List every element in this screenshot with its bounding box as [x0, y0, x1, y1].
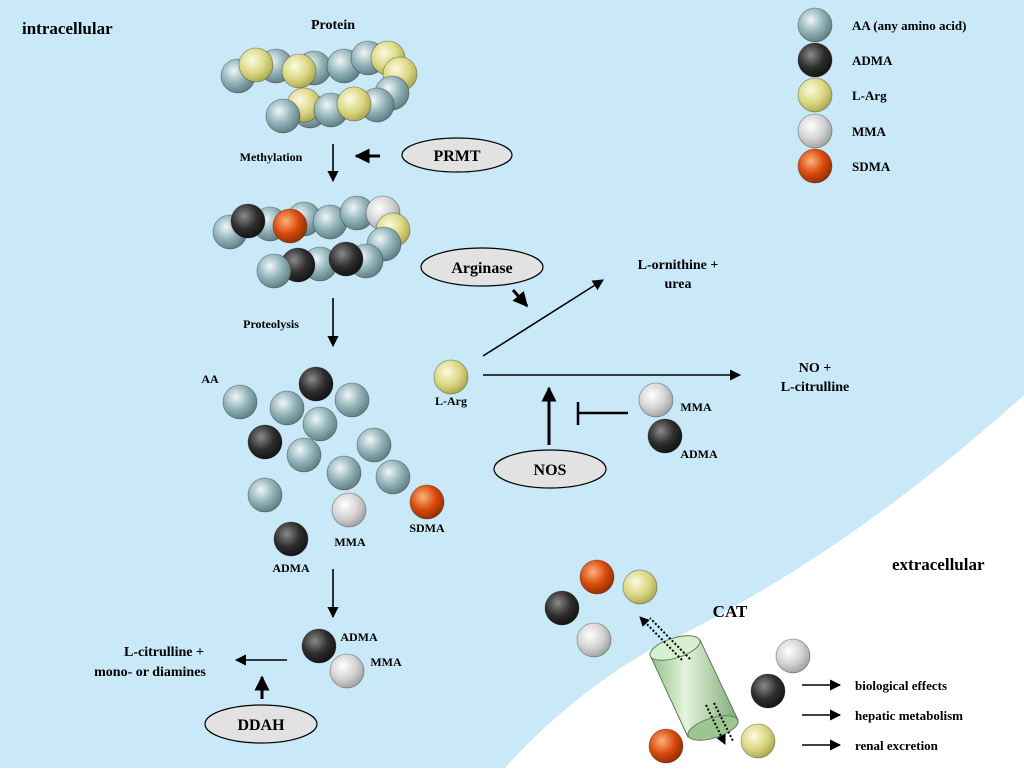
cat-transporter: [639, 616, 739, 745]
nos-label: NOS: [534, 462, 567, 479]
aa-molecule: [265, 98, 301, 134]
mma-molecule: [775, 638, 811, 674]
aa-molecule: [356, 427, 392, 463]
prmt-label: PRMT: [433, 148, 480, 165]
legend-aa-icon: [797, 7, 833, 43]
ddah-label: DDAH: [237, 717, 285, 734]
transporter-top: [649, 635, 701, 661]
sdma-molecule: [579, 559, 615, 595]
proteolysis-label: Proteolysis: [243, 317, 299, 331]
aa-molecule: [375, 459, 411, 495]
legend-mma-icon: [797, 113, 833, 149]
legend-label-sdma: SDMA: [852, 159, 891, 174]
enzyme-prmt: PRMT: [401, 137, 513, 173]
adma-molecule: [230, 203, 266, 239]
legend-label-larg: L-Arg: [852, 88, 887, 103]
nos-ellipse: [493, 449, 607, 489]
transporter-bottom: [687, 715, 739, 741]
efflux-arrow-inner: [649, 617, 691, 660]
no-label-line2: L-citrulline: [781, 380, 849, 395]
mma-label-pool: MMA: [334, 535, 366, 549]
arginase-label: Arginase: [451, 260, 512, 277]
arginase-reaction-arrow: [482, 279, 604, 357]
influx-arrow: [705, 704, 726, 745]
extracellular-label: extracellular: [892, 555, 985, 574]
aa-molecule: [286, 437, 322, 473]
legend-adma-icon: [797, 42, 833, 78]
larg-label: L-Arg: [435, 394, 467, 408]
mma-label-ddah: MMA: [370, 655, 402, 669]
renal-excretion-label: renal excretion: [855, 738, 939, 753]
protein-label: Protein: [311, 18, 355, 33]
adma-label-ddah: ADMA: [340, 630, 378, 644]
arginase-ellipse: [420, 247, 544, 287]
ddah-ellipse: [204, 704, 318, 744]
enzyme-arginase: Arginase: [420, 247, 544, 287]
aa-molecule: [256, 253, 292, 289]
adma-molecule: [273, 521, 309, 557]
adma-label-inhibitor: ADMA: [680, 447, 718, 461]
larg-molecule: [238, 47, 274, 83]
arginase-arrow: [511, 289, 529, 308]
legend-larg-icon: [797, 77, 833, 113]
larg-molecule: [433, 359, 469, 395]
legend-label-mma: MMA: [852, 124, 887, 139]
enzyme-ddah: DDAH: [204, 704, 318, 744]
legend: AA (any amino acid) ADMA L-Arg MMA SDMA: [797, 7, 966, 184]
sdma-molecule: [272, 208, 308, 244]
influx-arrow-inner: [713, 702, 734, 742]
adma-molecule: [247, 424, 283, 460]
adma-molecule: [647, 418, 683, 454]
pathway-arrows: [234, 144, 842, 751]
cat-label: CAT: [713, 602, 748, 621]
legend-sdma-icon: [797, 148, 833, 184]
sdma-molecule: [648, 728, 684, 764]
larg-molecule: [336, 86, 372, 122]
legend-label-aa: AA (any amino acid): [852, 18, 966, 33]
biological-effects-label: biological effects: [855, 678, 947, 693]
enzyme-nos: NOS: [493, 449, 607, 489]
adma-molecule: [298, 366, 334, 402]
ornithine-label-line2: urea: [665, 277, 692, 292]
mma-molecule: [329, 653, 365, 689]
mma-molecule: [331, 492, 367, 528]
sdma-molecule: [409, 484, 445, 520]
methylation-label: Methylation: [240, 150, 303, 164]
mma-molecule: [576, 622, 612, 658]
molecule-layer: [212, 40, 811, 764]
adma-label-pool: ADMA: [272, 561, 310, 575]
no-label-line1: NO +: [799, 361, 832, 376]
aa-molecule: [302, 406, 338, 442]
hepatic-metabolism-label: hepatic metabolism: [855, 708, 963, 723]
aa-label: AA: [201, 372, 219, 386]
adma-molecule: [301, 628, 337, 664]
ornithine-label-line1: L-ornithine +: [638, 258, 719, 273]
sdma-label: SDMA: [409, 521, 445, 535]
mma-molecule: [638, 382, 674, 418]
aa-molecule: [222, 384, 258, 420]
mma-label-inhibitor: MMA: [680, 400, 712, 414]
legend-label-adma: ADMA: [852, 53, 893, 68]
adma-molecule: [328, 241, 364, 277]
citrulline-label-line1: L-citrulline +: [124, 645, 204, 660]
aa-molecule: [326, 455, 362, 491]
adma-molecule: [544, 590, 580, 626]
larg-molecule: [740, 723, 776, 759]
text-labels: Protein Methylation Proteolysis AA L-Arg…: [94, 18, 963, 753]
prmt-ellipse: [401, 137, 513, 173]
aa-molecule: [334, 382, 370, 418]
larg-molecule: [281, 53, 317, 89]
aa-molecule: [247, 477, 283, 513]
larg-molecule: [622, 569, 658, 605]
aa-molecule: [269, 390, 305, 426]
adma-molecule: [750, 673, 786, 709]
citrulline-label-line2: mono- or diamines: [94, 665, 206, 680]
intracellular-label: intracellular: [22, 19, 113, 38]
